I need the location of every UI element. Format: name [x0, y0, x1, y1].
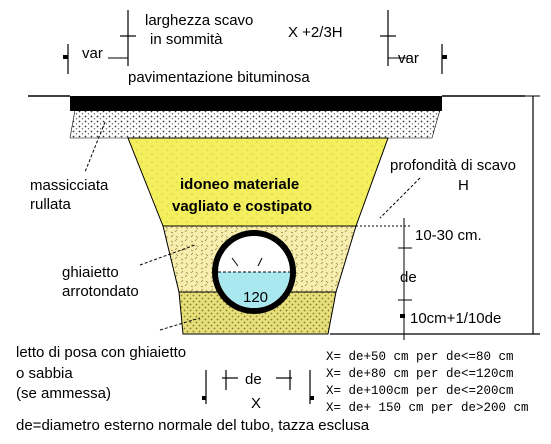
bottom-x-dimension [202, 370, 314, 404]
gravel-label-1: ghiaietto [62, 264, 119, 281]
fill-label-2: vagliato e costipato [172, 198, 312, 215]
formula-3: X= de+100cm per de<=200cm [326, 384, 514, 398]
cover-label: 10-30 cm. [415, 227, 482, 244]
pavement-label: pavimentazione bituminosa [128, 69, 310, 86]
fill-label-1: idoneo materiale [180, 176, 299, 193]
pipe [212, 230, 296, 314]
top-width-label-1: larghezza scavo [145, 12, 253, 29]
depth-leader [379, 177, 421, 219]
depth-label-2: H [458, 177, 469, 194]
bed-leader [159, 317, 201, 331]
bottom-de-label: de [245, 371, 262, 388]
pipe-size-label: 120 [243, 289, 268, 306]
gravel-label-2: arrotondato [62, 283, 139, 300]
formula-1: X= de+50 cm per de<=80 cm [326, 350, 514, 364]
formula-4: X= de+ 150 cm per de>200 cm [326, 401, 529, 415]
ballast-layer [69, 109, 441, 139]
ballast-label-2: rullata [30, 196, 72, 213]
depth-dimension [330, 95, 540, 340]
bed-label-2: o sabbia [16, 365, 73, 382]
depth-label-1: profondità di scavo [390, 157, 516, 174]
var-left-label: var [82, 45, 103, 62]
bed-label-3: (se ammessa) [16, 385, 111, 402]
bed-label-1: letto di posa con ghiaietto [16, 344, 186, 361]
top-width-label-2: in sommità [150, 31, 223, 48]
de-label: de [400, 269, 417, 286]
top-width-formula: X +2/3H [288, 24, 343, 41]
var-right-label: var [398, 50, 419, 67]
footer-note: de=diametro esterno normale del tubo, ta… [16, 417, 370, 434]
bottom-x-label: X [251, 395, 261, 412]
formula-2: X= de+80 cm per de<=120cm [326, 367, 514, 381]
bedding-dim-label: 10cm+1/10de [410, 310, 501, 327]
top-width-dimension [63, 10, 447, 74]
ballast-leader [84, 121, 106, 173]
ballast-label-1: massicciata [30, 177, 109, 194]
pavement-layer [70, 96, 442, 111]
